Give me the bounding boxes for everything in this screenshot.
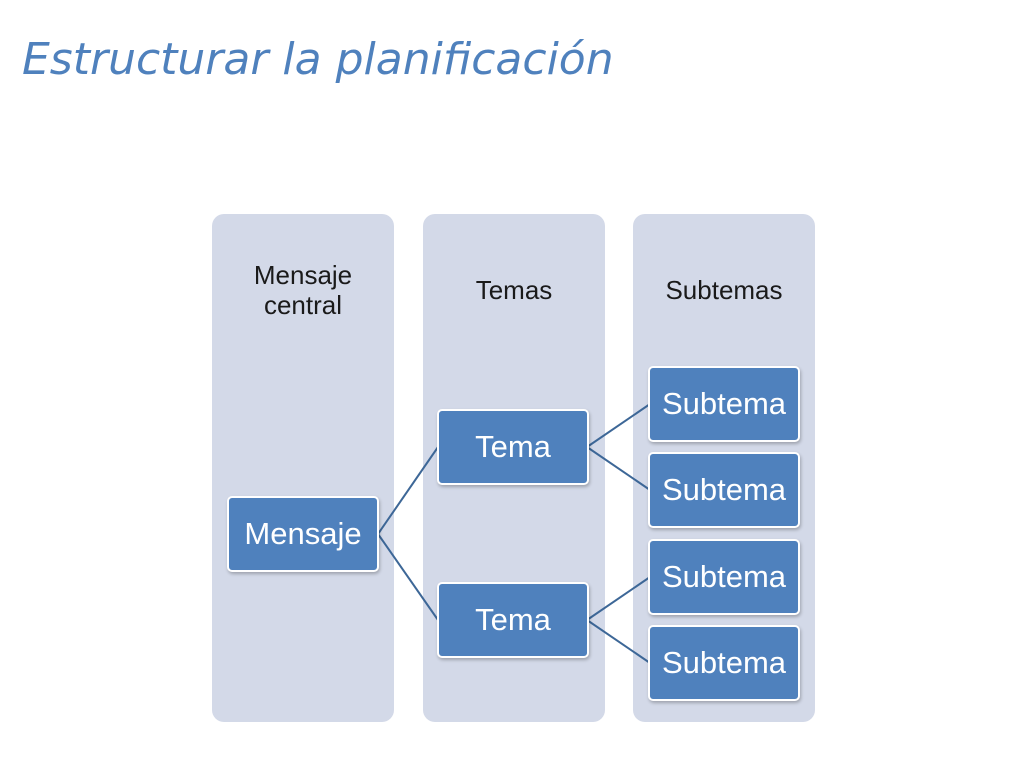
node-tema-1: Tema [437,409,589,485]
connector-tema-2-subtema-3 [586,576,651,621]
column-mensaje-central: Mensaje central [212,214,394,722]
node-tema-2: Tema [437,582,589,658]
slide-title: Estructurar la planificación [22,34,614,85]
node-subtema-3: Subtema [648,539,800,615]
node-subtema-1: Subtema [648,366,800,442]
connector-tema-1-subtema-2 [586,446,651,491]
connector-tema-2-subtema-4 [586,619,651,664]
node-mensaje: Mensaje [227,496,379,572]
column-header-subtemas: Subtemas [665,275,783,305]
column-header-mensaje-central: Mensaje central [253,260,353,320]
node-subtema-2: Subtema [648,452,800,528]
node-subtema-4: Subtema [648,625,800,701]
connector-tema-1-subtema-1 [586,403,651,448]
column-header-temas: Temas [475,275,553,305]
connector-mensaje-tema-1 [377,446,439,535]
connector-mensaje-tema-2 [377,533,439,621]
